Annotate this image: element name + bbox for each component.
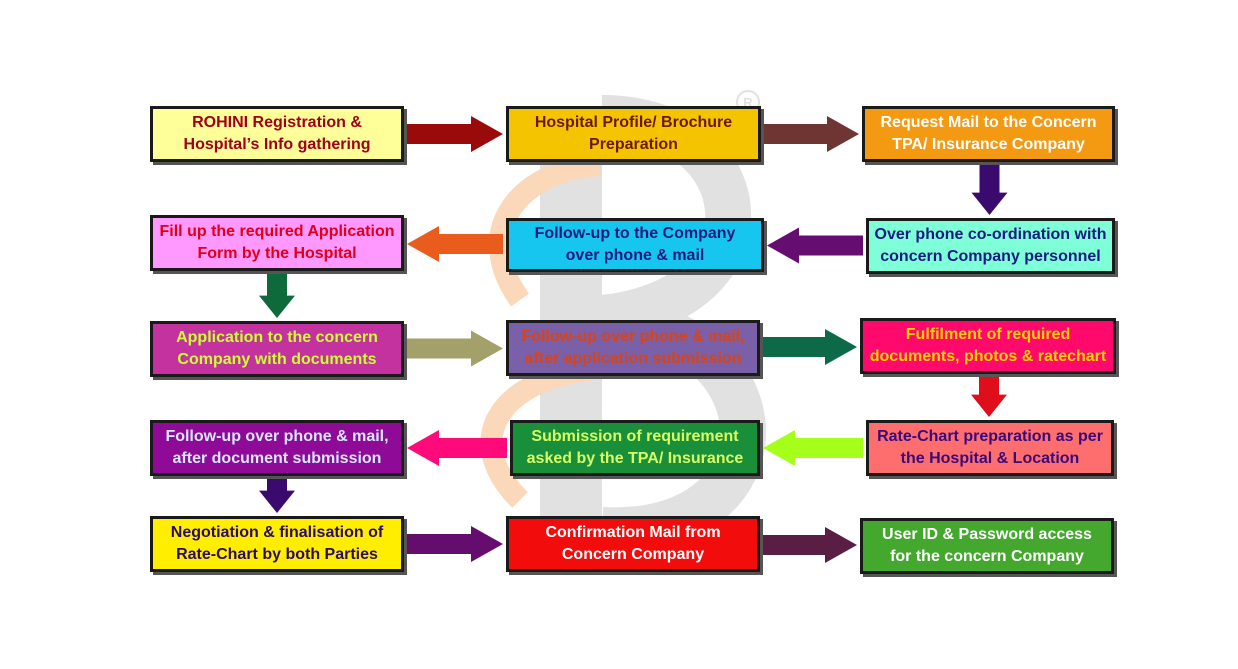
step-follow-up-documents: Follow-up over phone & mail, after docum… [150,420,404,476]
arrow-s1-to-s2 [407,116,503,152]
step-follow-up-application: Follow-up over phone & mail, after appli… [506,320,760,376]
step-follow-up-company: Follow-up to the Company over phone & ma… [506,218,764,272]
step-submission-requirement: Submission of requirement asked by the T… [510,420,760,476]
arrow-s14-to-s15 [763,527,857,563]
arrow-s6-to-s7 [259,274,295,318]
step-user-id-access: User ID & Password access for the concer… [860,518,1114,574]
step-request-mail: Request Mail to the Concern TPA/ Insuran… [862,106,1115,162]
step-rohini-registration: ROHINI Registration & Hospital’s Info ga… [150,106,404,162]
step-application-to-company: Application to the concern Company with … [150,321,404,377]
arrow-s8-to-s9 [763,329,857,365]
step-fulfilment-documents: Fulfilment of required documents, photos… [860,318,1116,374]
step-confirmation-mail: Confirmation Mail from Concern Company [506,516,760,572]
arrow-s5-to-s6 [407,226,503,262]
arrow-s9-to-s10 [971,377,1007,417]
step-hospital-profile: Hospital Profile/ Brochure Preparation [506,106,761,162]
step-rate-chart-preparation: Rate-Chart preparation as per the Hospit… [866,420,1114,476]
arrow-s7-to-s8 [407,330,503,367]
arrow-s4-to-s5 [767,227,863,264]
arrow-s12-to-s13 [259,479,295,513]
registered-mark-glyph: R [743,95,753,110]
arrow-s11-to-s12 [407,430,507,466]
arrow-s3-to-s4 [971,165,1008,215]
arrow-s2-to-s3 [764,116,859,152]
watermark-upper-swirl [489,154,601,307]
step-negotiation: Negotiation & finalisation of Rate-Chart… [150,516,404,572]
arrow-s13-to-s14 [407,526,503,562]
arrow-s10-to-s11 [763,430,863,466]
step-phone-coordination: Over phone co-ordination with concern Co… [866,218,1115,274]
step-fill-application: Fill up the required Application Form by… [150,215,404,271]
